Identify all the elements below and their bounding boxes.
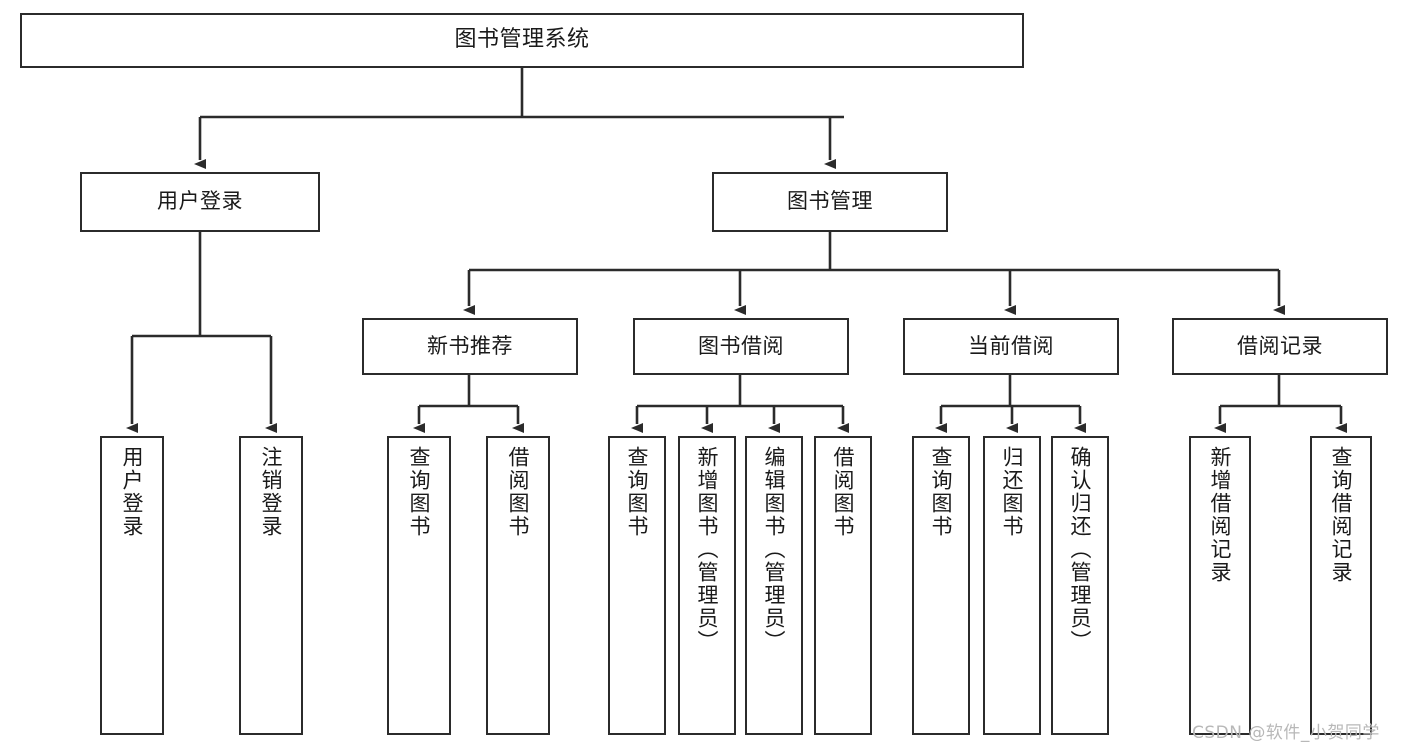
- leaf-borrow-query-book[interactable]: 查询图书: [608, 436, 666, 735]
- node-root[interactable]: 图书管理系统: [20, 13, 1024, 68]
- leaf-newbook-query-book[interactable]: 查询图书: [387, 436, 451, 735]
- leaf-current-confirm-return[interactable]: 确认归还（管理员）: [1051, 436, 1109, 735]
- leaf-record-add-label: 新增借阅记录: [1208, 446, 1233, 584]
- leaf-borrow-lend-book-label: 借阅图书: [831, 446, 856, 538]
- leaf-user-logout-label: 注销登录: [259, 446, 284, 538]
- leaf-user-login[interactable]: 用户登录: [100, 436, 164, 735]
- node-current-borrow-label: 当前借阅: [968, 333, 1054, 358]
- leaf-record-query-label: 查询借阅记录: [1329, 446, 1354, 584]
- leaf-borrow-query-book-label: 查询图书: [625, 446, 650, 538]
- node-book-borrow[interactable]: 图书借阅: [633, 318, 849, 375]
- leaf-borrow-lend-book[interactable]: 借阅图书: [814, 436, 872, 735]
- leaf-user-logout[interactable]: 注销登录: [239, 436, 303, 735]
- node-new-book-recommend[interactable]: 新书推荐: [362, 318, 578, 375]
- node-book-borrow-label: 图书借阅: [698, 333, 784, 358]
- leaf-record-add[interactable]: 新增借阅记录: [1189, 436, 1251, 735]
- leaf-current-return-book-label: 归还图书: [1000, 446, 1025, 538]
- node-root-label: 图书管理系统: [454, 27, 590, 53]
- csdn-watermark: CSDN @软件_小贺同学: [1192, 723, 1380, 743]
- node-new-book-recommend-label: 新书推荐: [427, 333, 513, 358]
- leaf-current-confirm-return-label: 确认归还（管理员）: [1068, 446, 1093, 653]
- leaf-current-query-book[interactable]: 查询图书: [912, 436, 970, 735]
- leaf-borrow-add-book[interactable]: 新增图书（管理员）: [678, 436, 736, 735]
- leaf-record-query[interactable]: 查询借阅记录: [1310, 436, 1372, 735]
- node-book-management-label: 图书管理: [787, 189, 873, 214]
- node-user-login-label: 用户登录: [157, 189, 243, 214]
- node-book-management[interactable]: 图书管理: [712, 172, 948, 232]
- node-borrow-record-label: 借阅记录: [1237, 333, 1323, 358]
- leaf-borrow-edit-book[interactable]: 编辑图书（管理员）: [745, 436, 803, 735]
- node-borrow-record[interactable]: 借阅记录: [1172, 318, 1388, 375]
- leaf-newbook-borrow-book-label: 借阅图书: [506, 446, 531, 538]
- node-current-borrow[interactable]: 当前借阅: [903, 318, 1119, 375]
- leaf-newbook-borrow-book[interactable]: 借阅图书: [486, 436, 550, 735]
- leaf-user-login-label: 用户登录: [120, 446, 145, 538]
- leaf-borrow-add-book-label: 新增图书（管理员）: [695, 446, 720, 653]
- leaf-borrow-edit-book-label: 编辑图书（管理员）: [762, 446, 787, 653]
- node-user-login[interactable]: 用户登录: [80, 172, 320, 232]
- leaf-current-query-book-label: 查询图书: [929, 446, 954, 538]
- leaf-newbook-query-book-label: 查询图书: [407, 446, 432, 538]
- leaf-current-return-book[interactable]: 归还图书: [983, 436, 1041, 735]
